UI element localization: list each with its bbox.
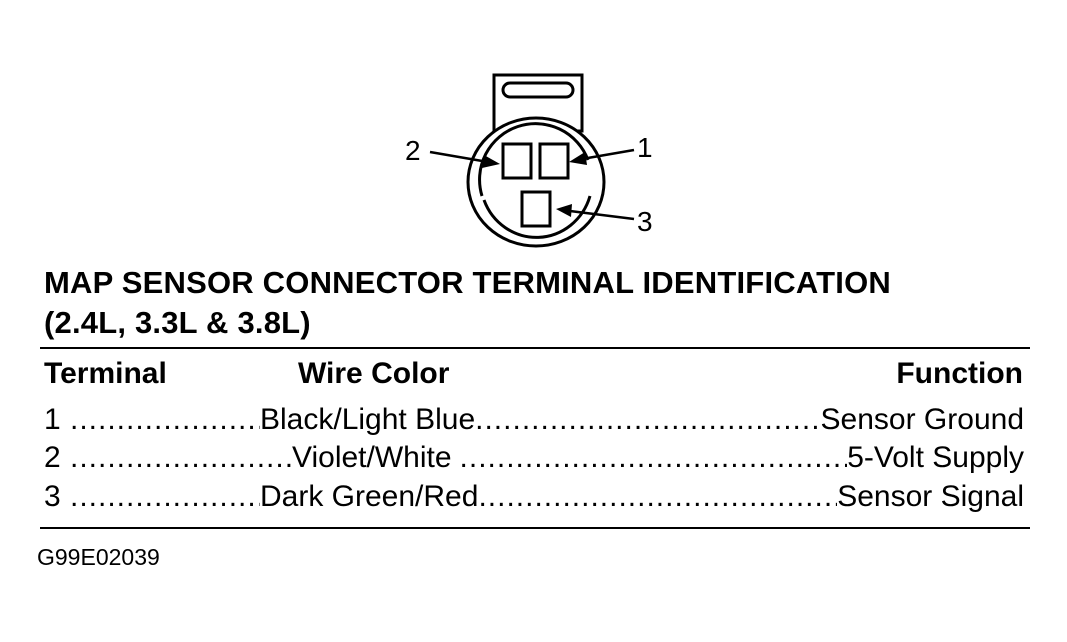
pin-2-leader xyxy=(429,150,500,168)
leader-dots xyxy=(460,441,848,475)
terminal-number: 2 xyxy=(44,441,61,474)
table-title: MAP SENSOR CONNECTOR TERMINAL IDENTIFICA… xyxy=(44,265,891,300)
wire-color: Violet/White xyxy=(292,441,452,474)
column-header-terminal: Terminal xyxy=(44,357,167,390)
column-header-function: Function xyxy=(896,357,1023,390)
wire-color: Dark Green/Red xyxy=(260,480,479,513)
terminal-2-cavity xyxy=(501,142,533,180)
table-row: 2 Violet/White 5-Volt Supply xyxy=(44,441,1024,479)
terminal-1-cavity xyxy=(538,142,570,180)
pin-label-3: 3 xyxy=(637,206,653,237)
terminal-function: Sensor Ground xyxy=(820,403,1024,436)
table-row: 1 Black/Light Blue Sensor Ground xyxy=(44,403,1024,441)
terminal-number: 1 xyxy=(44,403,61,436)
pin-3-leader xyxy=(556,204,635,221)
terminal-3-cavity xyxy=(520,190,552,228)
divider-bottom xyxy=(40,527,1030,529)
terminal-function: Sensor Signal xyxy=(837,480,1024,513)
connector-diagram: 2 1 3 xyxy=(405,73,653,248)
divider-top xyxy=(40,347,1030,349)
terminal-number: 3 xyxy=(44,480,61,513)
leader-dots xyxy=(70,441,292,475)
figure-code: G99E02039 xyxy=(37,544,160,570)
wire-color: Black/Light Blue xyxy=(260,403,476,436)
leader-dots xyxy=(475,403,820,437)
column-header-wire-color: Wire Color xyxy=(298,357,450,390)
leader-dots xyxy=(478,480,837,514)
leader-dots xyxy=(70,403,260,437)
table-subtitle: (2.4L, 3.3L & 3.8L) xyxy=(44,305,311,340)
terminal-function: 5-Volt Supply xyxy=(847,441,1024,474)
leader-dots xyxy=(70,480,260,514)
table-row: 3 Dark Green/Red Sensor Signal xyxy=(44,480,1024,518)
pin-label-1: 1 xyxy=(637,132,653,163)
pin-1-leader xyxy=(569,148,635,165)
pin-label-2: 2 xyxy=(405,135,421,166)
